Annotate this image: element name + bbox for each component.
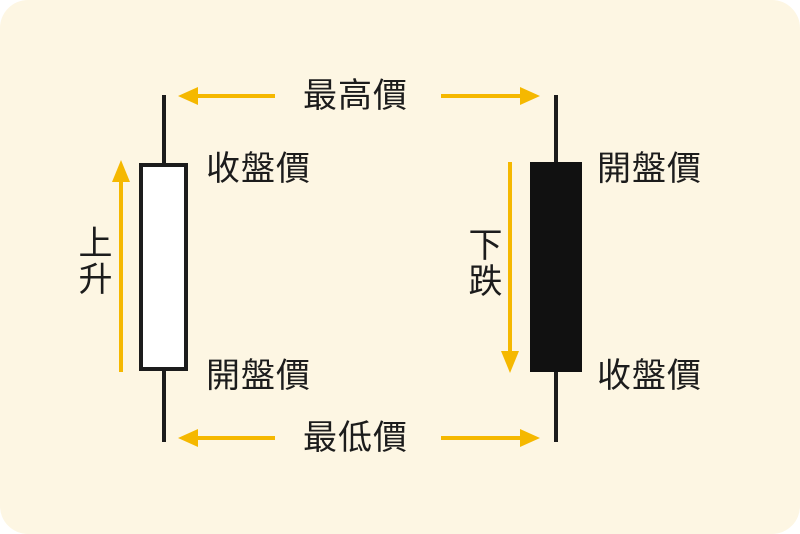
high-arrow-left xyxy=(178,87,275,105)
bull-close-label: 收盤價 xyxy=(206,149,311,189)
low-arrow-right xyxy=(441,429,540,447)
low-arrow-left xyxy=(178,429,275,447)
fall-arrow xyxy=(501,162,519,373)
high-arrow-right xyxy=(441,87,540,105)
rise-label: 上升 xyxy=(72,225,112,297)
fall-label: 下跌 xyxy=(462,227,502,299)
bear-close-label: 收盤價 xyxy=(597,356,702,396)
high-price-label: 最高價 xyxy=(303,76,408,116)
bear-open-label: 開盤價 xyxy=(597,149,702,189)
bear-candle-body xyxy=(530,162,582,372)
rise-arrow xyxy=(112,160,130,372)
bull-open-label: 開盤價 xyxy=(206,356,311,396)
low-price-label: 最低價 xyxy=(303,418,408,458)
bull-candle-body xyxy=(139,163,188,371)
